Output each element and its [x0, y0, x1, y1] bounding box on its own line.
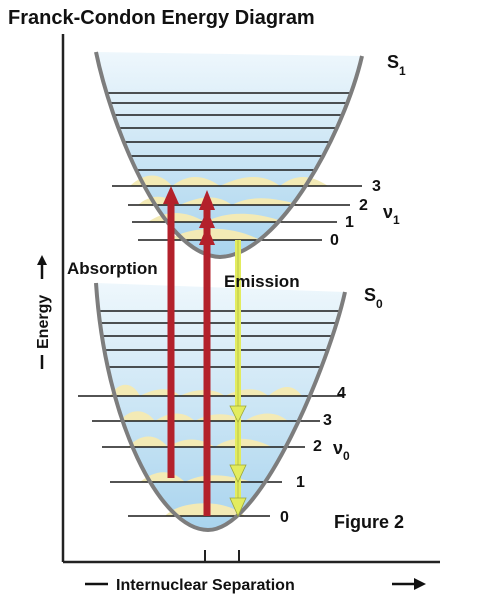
x-axis-label: Internuclear Separation	[85, 577, 426, 594]
lower-level-4: 4	[337, 385, 346, 402]
absorption-arrows	[163, 186, 215, 516]
upper-quantum-label: ν1	[383, 202, 400, 227]
upper-level-0: 0	[330, 232, 339, 249]
x-axis-label-text: Internuclear Separation	[116, 577, 295, 594]
x-axis-arrow-icon	[414, 578, 426, 590]
upper-state-label: S1	[387, 52, 406, 78]
lower-level-0: 0	[280, 509, 289, 526]
upper-level-2: 2	[359, 197, 368, 214]
upper-level-1: 1	[345, 214, 354, 231]
y-axis-arrow-icon	[37, 255, 47, 265]
lower-state-label: S0	[364, 285, 383, 311]
upper-vibrational-levels	[112, 175, 362, 241]
y-axis-label-text: Energy	[35, 295, 52, 349]
lower-level-2: 2	[313, 438, 322, 455]
lower-potential-curve	[94, 282, 347, 533]
diagram-title: Franck-Condon Energy Diagram	[8, 7, 315, 29]
lower-potential-well	[96, 283, 345, 530]
emission-label: Emission	[224, 272, 300, 291]
upper-potential-curve	[94, 51, 364, 260]
y-axis-label: Energy	[35, 255, 52, 369]
figure-label: Figure 2	[334, 512, 404, 532]
absorption-label: Absorption	[67, 259, 158, 278]
emission-arrow	[229, 240, 247, 517]
upper-potential-well	[96, 52, 362, 257]
lower-level-3: 3	[323, 412, 332, 429]
lower-level-1: 1	[296, 474, 305, 491]
upper-level-3: 3	[372, 178, 381, 195]
lower-quantum-label: ν0	[333, 438, 350, 463]
